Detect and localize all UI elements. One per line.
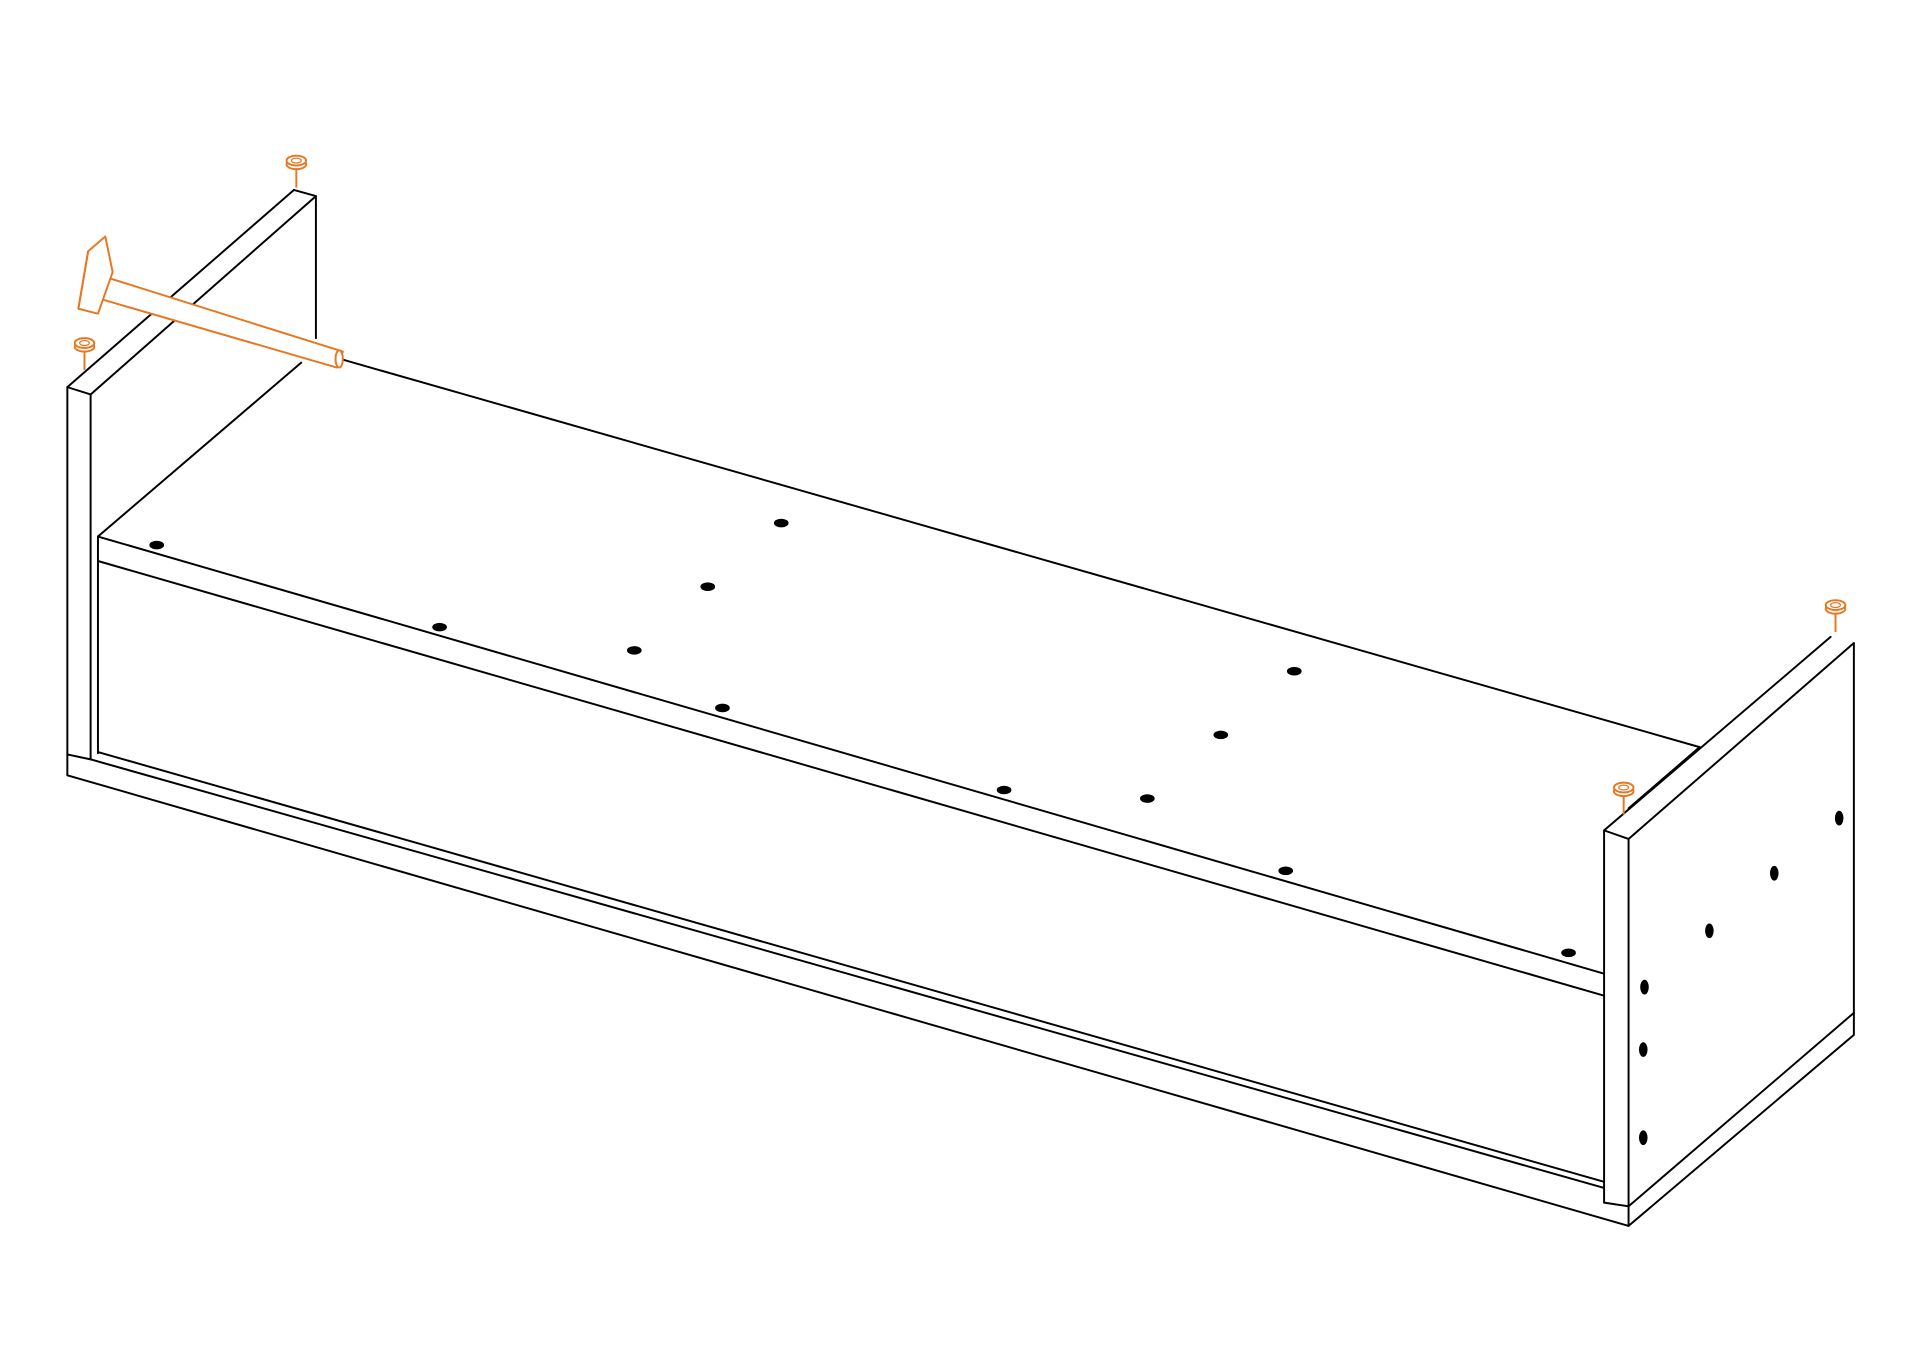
dowel-holes [149,518,1844,1146]
dowel-hole [1213,730,1229,740]
dowel-hole [1638,1130,1648,1146]
dowel-hole [432,622,447,632]
dowel-hole [1640,979,1649,995]
shelf-board [96,357,1701,997]
dowel-hole [773,518,789,528]
dowel-hole [1834,810,1844,826]
dowel-hole [1705,923,1714,939]
dowel-hole [700,582,716,591]
dowel-hole [149,540,165,550]
dowel-hole [1561,948,1576,958]
dowel-hole [1140,794,1155,803]
dowel-hole [1286,666,1302,676]
bottom-board [66,751,1630,1227]
nail-icon [73,337,96,370]
dowel-hole [626,646,642,655]
hammer-icon [77,235,344,369]
nail-icon [1824,599,1847,633]
nail-icon [285,154,308,188]
nail-icon [1612,781,1635,815]
dowel-hole [996,785,1012,795]
dowel-hole [715,703,730,713]
left-side-panel [66,188,317,777]
nails [73,154,1847,815]
dowel-hole [1770,865,1779,881]
dowel-hole [1638,1042,1648,1057]
dowel-hole [1278,866,1294,876]
right-side-panel [1603,635,1855,1227]
